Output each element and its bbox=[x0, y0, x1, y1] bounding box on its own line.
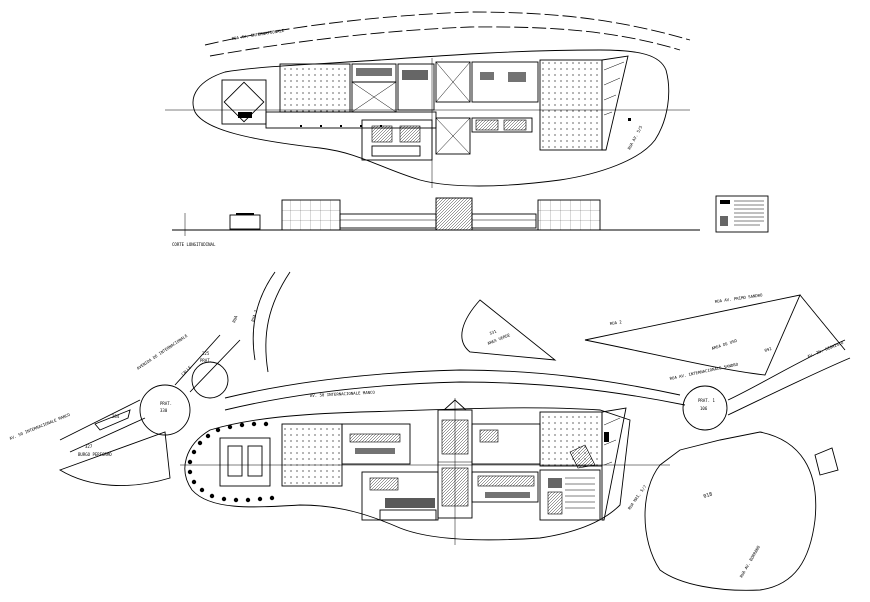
left-lot bbox=[58, 431, 171, 486]
tree-ring bbox=[187, 421, 275, 503]
label-bottom-left-small: RUA bbox=[231, 314, 238, 323]
legend-box bbox=[715, 195, 769, 233]
label-top-plan-right-street: RUA AV. 5/5 bbox=[626, 124, 643, 150]
upper-site-outline bbox=[192, 49, 670, 187]
roundabout-right bbox=[682, 385, 728, 431]
label-bottom-left-diag: AVENIDA DE INTERNACIONALE bbox=[136, 333, 189, 371]
label-roundabout-left-code: 330 bbox=[160, 408, 168, 413]
label-roundabout-top-name: PRAT. bbox=[200, 358, 212, 363]
label-roundabout-right-code: 106 bbox=[700, 406, 708, 411]
longitudinal-section: CORTE LONGITUDINAL bbox=[172, 197, 700, 247]
label-roundabout-top-code: 225 bbox=[202, 351, 210, 356]
label-bottom-mid-road: AV. 50 INTERNACIONALE MANCO bbox=[310, 390, 376, 398]
label-top-plan-top-street: RUA AV. INTERNATIONALE bbox=[231, 28, 285, 41]
lower-left-pavilion bbox=[219, 437, 271, 487]
label-right-wedge-code: 092 bbox=[764, 346, 773, 353]
section-label: CORTE LONGITUDINAL bbox=[172, 242, 216, 247]
label-bottom-right-vert: RUA MAI. 5/7 bbox=[627, 484, 648, 511]
label-triangle-lot-code: 331 bbox=[489, 328, 498, 336]
label-bottom-mid-left: CALLE bbox=[180, 364, 192, 376]
label-left-lot-code: 327 bbox=[85, 444, 93, 449]
label-bottom-right-top: RUA 2 bbox=[609, 319, 622, 326]
upper-floor-plan: RUA AV. INTERNATIONALE RUA AV. 5/5 bbox=[165, 11, 691, 188]
label-bottom-top-curve: RUA 2 bbox=[250, 309, 258, 323]
label-roundabout-right-name: PRAT. 1 bbox=[698, 398, 715, 403]
big-lot bbox=[644, 431, 817, 591]
label-roundabout-left-name: PRAT. bbox=[160, 401, 172, 406]
label-bottom-mid-road-left: AV. 50 INTERNACIONALE MANCO bbox=[9, 412, 72, 441]
upper-classroom-block bbox=[361, 119, 433, 161]
top-left-curve-road bbox=[252, 271, 276, 361]
label-bottom-right-top-2: RUA AV. PRIMO SANDRO bbox=[714, 292, 763, 304]
upper-left-pavilion bbox=[221, 79, 267, 125]
upper-central-atrium bbox=[435, 61, 471, 103]
triangle-lot bbox=[461, 299, 557, 361]
right-wedge-lot bbox=[584, 294, 801, 376]
upper-wedge-end bbox=[601, 55, 629, 151]
label-big-lot-code: 018 bbox=[703, 491, 713, 499]
label-right-wedge-name: AREA DE USO bbox=[711, 338, 738, 351]
label-left-small-lot: 284 bbox=[112, 414, 120, 419]
label-bottom-right-far: AV. IN. DIONISIO bbox=[807, 340, 845, 359]
left-small-lot bbox=[94, 409, 131, 431]
lower-site-outline bbox=[184, 407, 631, 541]
label-left-lot-name: BURGO PERFORMO bbox=[78, 452, 112, 457]
roundabout-top bbox=[191, 361, 229, 399]
lower-site-plan bbox=[58, 271, 851, 591]
label-bottom-right-lot-road: RUA AV. BORRANO bbox=[739, 544, 762, 578]
